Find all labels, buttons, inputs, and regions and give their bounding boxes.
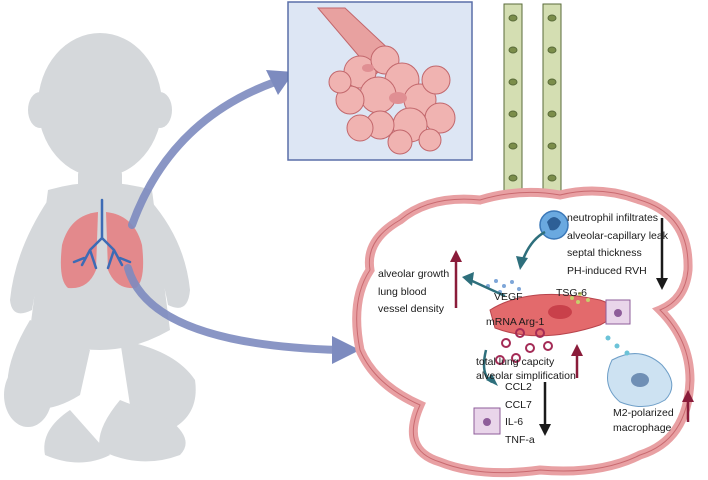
label-capacity: total lung capcity xyxy=(476,356,555,368)
label-ccl7: CCL7 xyxy=(505,398,532,411)
flow-arrow-upper xyxy=(128,78,279,229)
growth-effects-list: alveolar growth lung blood vessel densit… xyxy=(378,266,449,319)
neutrophil-effects-list: neutrophil infiltrates alveolar-capillar… xyxy=(567,210,668,280)
label-ccl2: CCL2 xyxy=(505,381,532,393)
label-leak: alveolar-capillary leak xyxy=(567,229,668,242)
capillary-wall-left xyxy=(503,3,523,195)
macrophage-label: M2-polarized macrophage xyxy=(613,406,674,436)
capillary-wall-right xyxy=(542,3,562,195)
label-mrna: mRNA Arg-1 xyxy=(486,316,545,328)
down-arrow-cytokines xyxy=(539,382,551,436)
stem-cell-icon xyxy=(489,293,616,337)
label-growth-2: lung blood xyxy=(378,285,427,298)
label-septal: septal thickness xyxy=(567,247,642,259)
label-macrophage-1: M2-polarized xyxy=(613,407,674,419)
infant-figure xyxy=(4,33,196,463)
arg1-rings xyxy=(495,328,553,365)
flow-arrow-lower-head xyxy=(332,336,360,364)
up-arrow-growth xyxy=(450,250,462,308)
lungs-icon xyxy=(60,198,144,289)
label-growth-3: vessel density xyxy=(378,303,444,315)
label-vegf: VEGF xyxy=(494,291,523,303)
macrophage-icon xyxy=(607,353,673,407)
teal-arrowheads xyxy=(462,256,528,386)
label-simplification: alveolar simplification xyxy=(476,370,576,382)
label-rvh: PH-induced RVH xyxy=(567,264,647,277)
epithelial-cell-icon xyxy=(473,299,631,435)
capacity-list: total lung capcity alveolar simplificati… xyxy=(476,355,576,383)
flow-arrow-upper-head xyxy=(266,70,294,95)
exosome-particles xyxy=(605,335,630,356)
up-arrow-macrophage xyxy=(682,390,694,422)
neutrophil-icon xyxy=(539,210,569,240)
alveoli-panel xyxy=(287,1,473,161)
label-il6: IL-6 xyxy=(505,416,524,428)
label-growth-1: alveolar growth xyxy=(378,268,450,280)
tsg6-particles xyxy=(570,292,590,304)
label-macrophage-2: macrophage xyxy=(613,422,672,434)
label-tnfa: TNF-a xyxy=(505,433,535,446)
cytokine-list: CCL2 CCL7 IL-6 TNF-a xyxy=(505,379,535,449)
flow-arrow-lower xyxy=(124,264,344,354)
down-arrow-neutrophil xyxy=(656,218,668,290)
up-arrow-capacity xyxy=(571,344,583,378)
label-neutrophil: neutrophil infiltrates xyxy=(567,212,659,224)
label-tsg6: TSG-6 xyxy=(556,287,587,299)
